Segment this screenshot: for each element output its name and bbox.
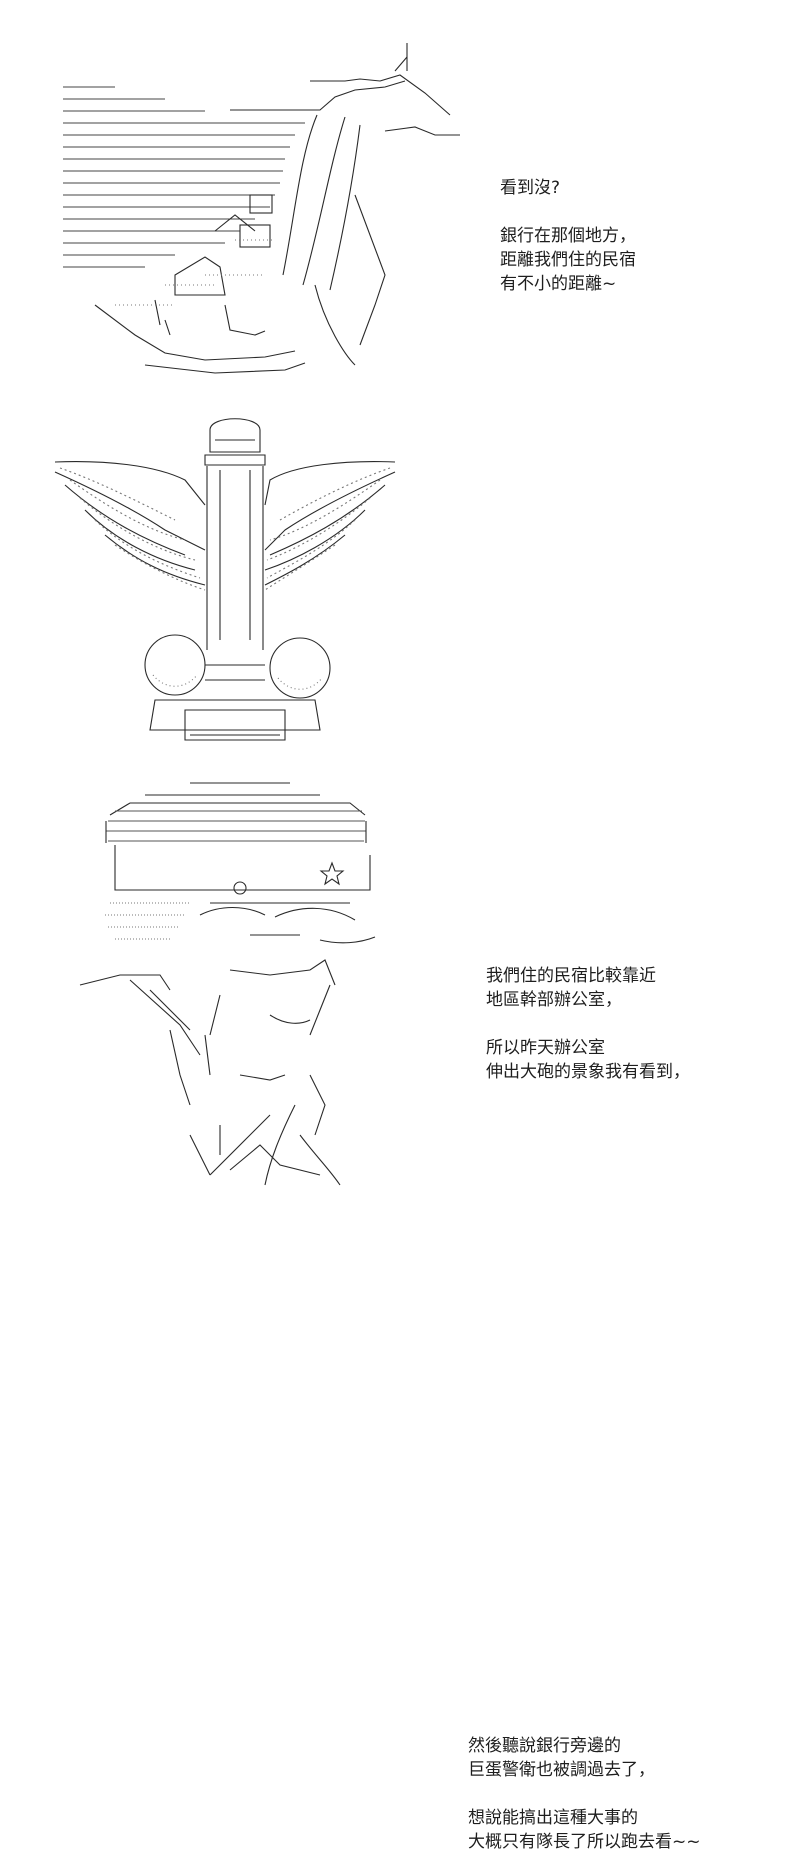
panel-bank: 看到沒? 銀行在那個地方， 距離我們住的民宿 有不小的距離~ — [0, 0, 800, 390]
caption-line: 地區幹部辦公室， — [486, 990, 622, 1010]
caption-office-cannon: 我們住的民宿比較靠近 地區幹部辦公室， 所以昨天辦公室 伸出大砲的景象我有看到， — [486, 964, 690, 1084]
caption-line: 距離我們住的民宿 — [500, 250, 636, 270]
caption-line: 想說能搞出這種大事的 — [468, 1808, 638, 1828]
caption-line: 大概只有隊長了所以跑去看~~ — [468, 1832, 701, 1852]
caption-line: 看到沒? — [500, 178, 561, 198]
ascii-art-hat-guard-figure — [70, 775, 390, 1195]
caption-spacer — [500, 200, 636, 224]
panel-guard: 然後聽說銀行旁邊的 巨蛋警衛也被調過去了， 想說能搞出這種大事的 大概只有隊長了… — [0, 770, 800, 1852]
caption-line: 巨蛋警衛也被調過去了， — [468, 1760, 655, 1780]
caption-line: 銀行在那個地方， — [500, 226, 636, 246]
bank-building-drawing — [63, 43, 460, 374]
caption-line: 我們住的民宿比較靠近 — [486, 966, 656, 986]
caption-line: 所以昨天辦公室 — [486, 1038, 605, 1058]
caption-line: 有不小的距離~ — [500, 274, 617, 294]
caption-line: 然後聽說銀行旁邊的 — [468, 1736, 621, 1756]
ascii-art-winged-cannon-tower — [45, 410, 405, 750]
panel-office-cannon: 我們住的民宿比較靠近 地區幹部辦公室， 所以昨天辦公室 伸出大砲的景象我有看到， — [0, 400, 800, 1082]
caption-guard: 然後聽說銀行旁邊的 巨蛋警衛也被調過去了， 想說能搞出這種大事的 大概只有隊長了… — [468, 1734, 701, 1854]
winged-tower-drawing — [54, 418, 396, 741]
caption-bank: 看到沒? 銀行在那個地方， 距離我們住的民宿 有不小的距離~ — [500, 176, 636, 296]
ascii-art-bank-building — [55, 35, 475, 385]
caption-line: 伸出大砲的景象我有看到， — [486, 1062, 690, 1082]
guard-figure-drawing — [79, 782, 376, 1186]
caption-spacer — [468, 1782, 701, 1806]
